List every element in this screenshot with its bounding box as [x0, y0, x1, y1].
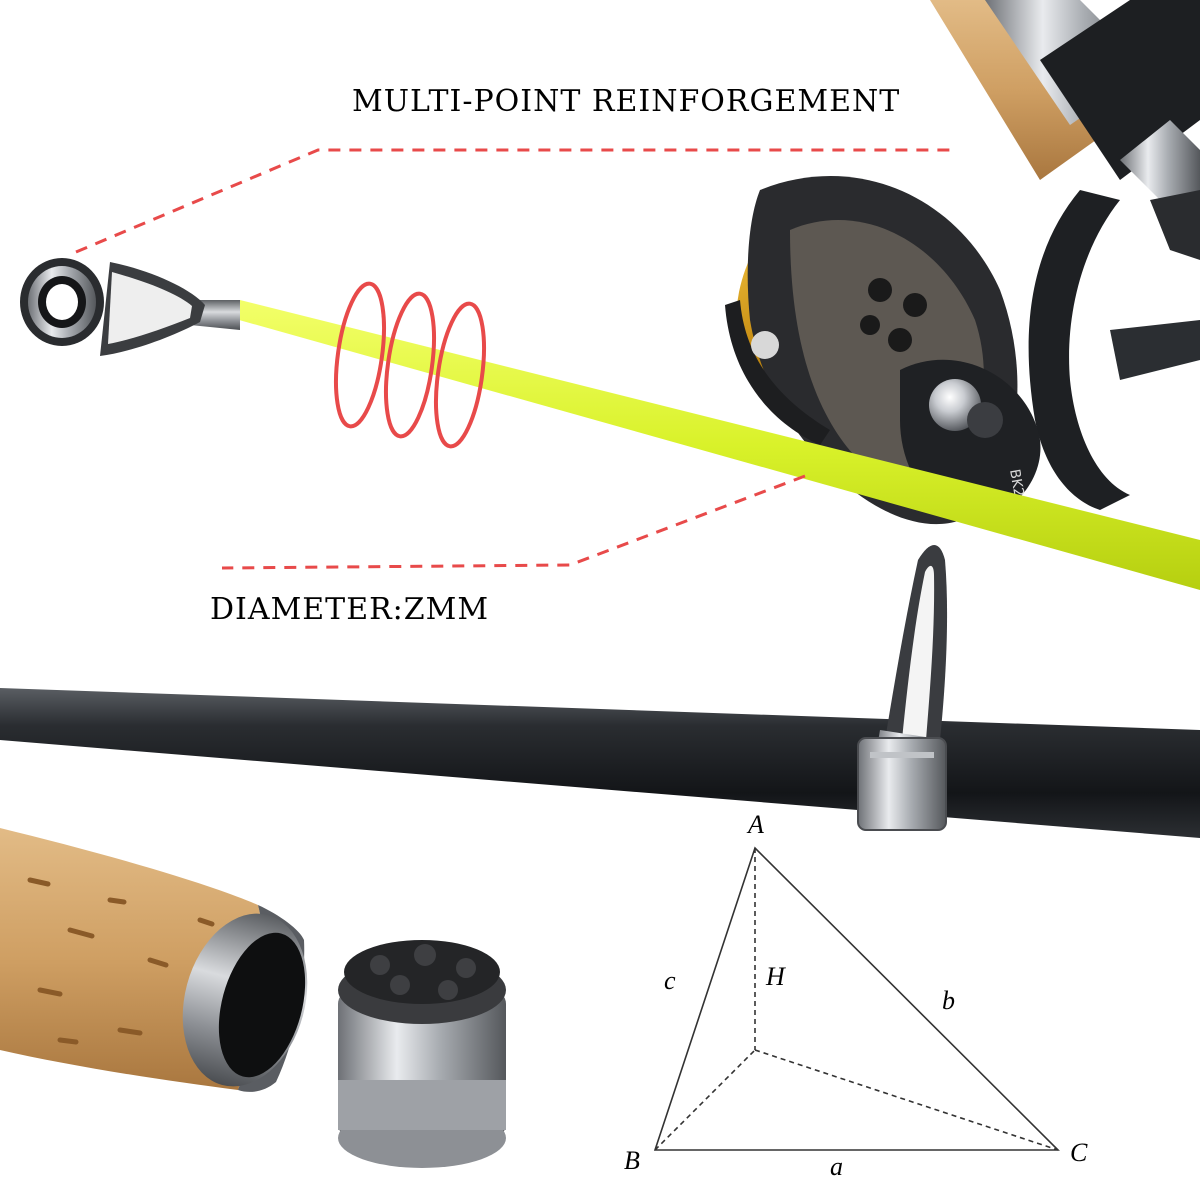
- rod-tip-section: [20, 258, 1200, 590]
- height-label: H: [766, 962, 785, 991]
- edge-a-label: a: [830, 1152, 843, 1181]
- edge-b-label: b: [942, 986, 955, 1015]
- tetrahedron-diagram: [653, 846, 1060, 1151]
- spinning-reel: BK2000: [725, 176, 1200, 524]
- reinforcement-callout: [75, 148, 955, 570]
- rod-blank-section: [0, 545, 1200, 838]
- vertex-c-label: C: [1070, 1138, 1088, 1167]
- vertex-a-label: A: [748, 810, 764, 839]
- upper-rod-handle: [930, 0, 1200, 260]
- diameter-caption: DIAMETER:ZMM: [210, 592, 490, 627]
- vertex-b-label: B: [624, 1146, 640, 1175]
- edge-c-label: c: [664, 966, 676, 995]
- cork-handle: [0, 828, 308, 1092]
- reinforcement-caption: MULTI-POINT REINFORGEMENT: [352, 84, 901, 119]
- rod-end-cap: [338, 940, 506, 1168]
